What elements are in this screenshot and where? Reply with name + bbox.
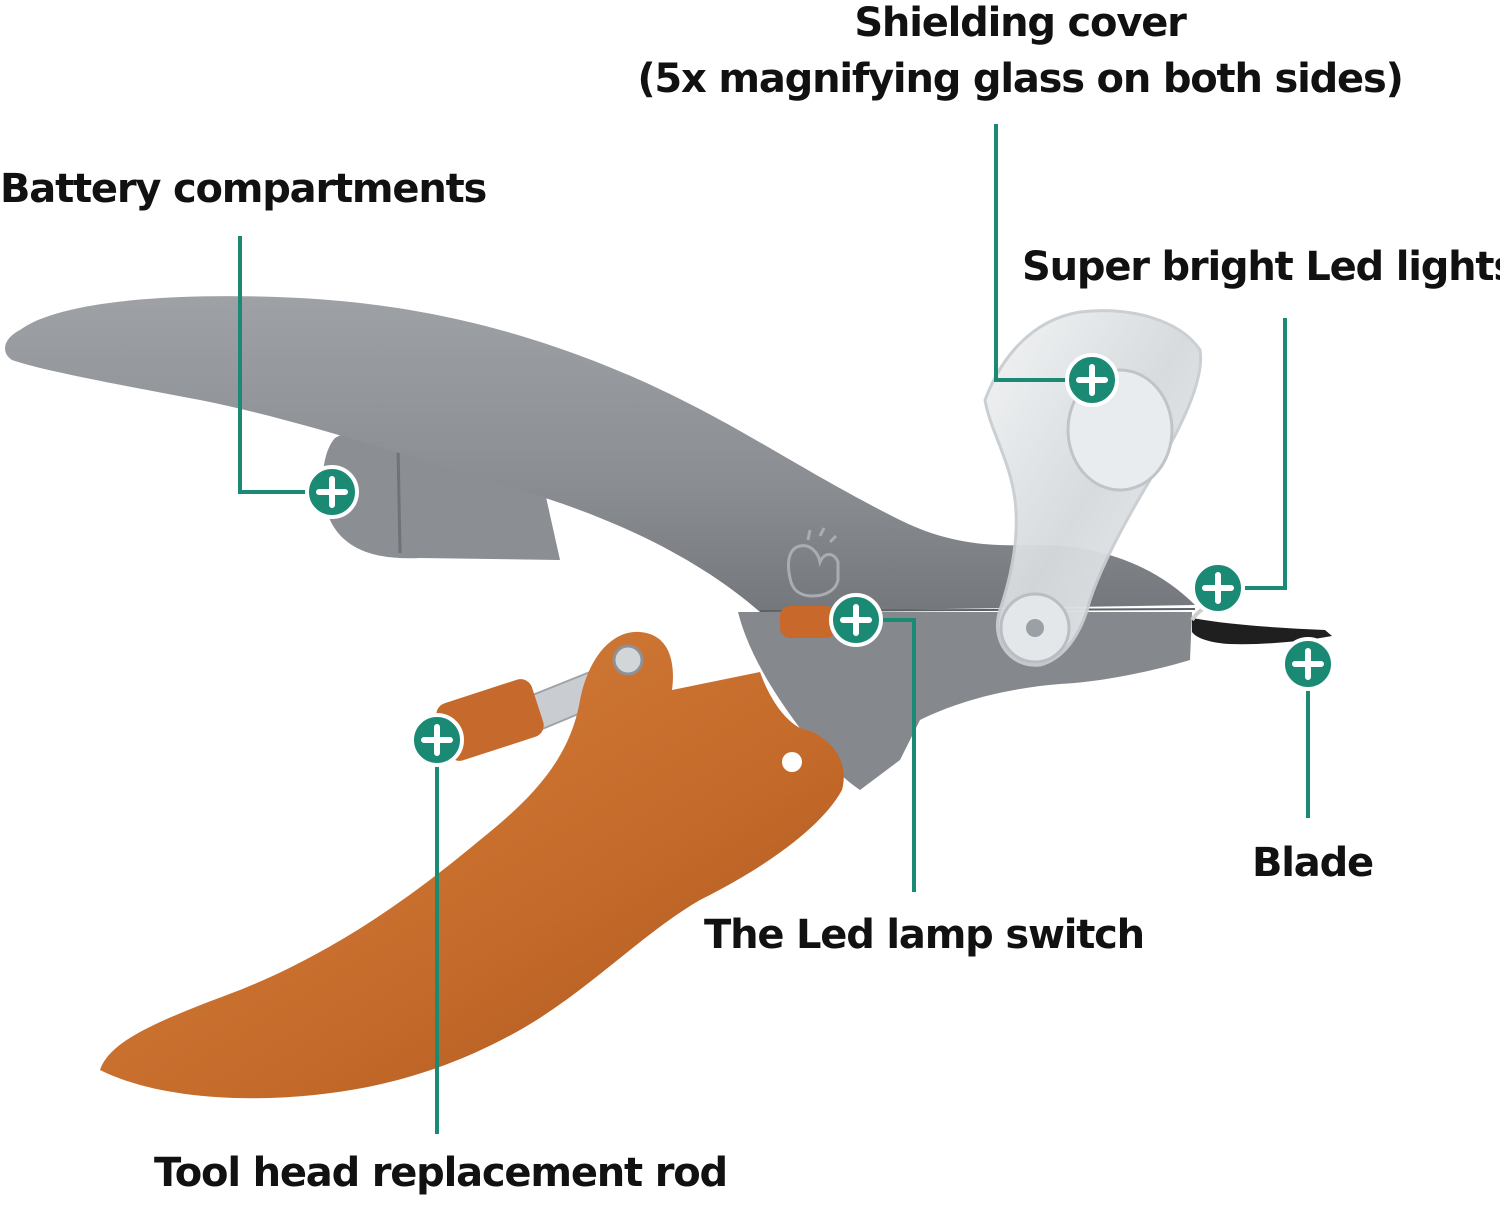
label-shielding-cover-sub: (5x magnifying glass on both sides) (637, 56, 1404, 102)
blade (1192, 618, 1332, 645)
label-replacement-rod: Tool head replacement rod (154, 1150, 728, 1196)
plus-circle-icon[interactable] (1065, 353, 1119, 407)
label-blade: Blade (1252, 840, 1374, 886)
battery-seam (396, 444, 402, 554)
cover-hinge-pin (1026, 619, 1044, 637)
callout-line-battery (238, 236, 332, 494)
hand-icon (786, 527, 840, 598)
callout-line-shielding (994, 124, 1092, 382)
plus-circle-icon[interactable] (829, 593, 883, 647)
plus-circle-icon[interactable] (305, 465, 359, 519)
pivot-screw (612, 644, 644, 676)
led-switch (780, 606, 836, 638)
plus-circle-icon[interactable] (1281, 637, 1335, 691)
callout-line-led-lights (1218, 318, 1287, 590)
label-battery-compartments: Battery compartments (0, 166, 487, 212)
upper-body (5, 296, 1195, 612)
lower-jaw (738, 612, 1192, 790)
plus-circle-icon[interactable] (1191, 561, 1245, 615)
label-led-lights: Super bright Led lights (1022, 244, 1500, 290)
label-led-switch: The Led lamp switch (704, 912, 1145, 958)
label-shielding-cover: Shielding cover (854, 0, 1187, 46)
handle-hole (782, 752, 802, 772)
orange-handle (100, 631, 844, 1099)
plus-circle-icon[interactable] (410, 713, 464, 767)
